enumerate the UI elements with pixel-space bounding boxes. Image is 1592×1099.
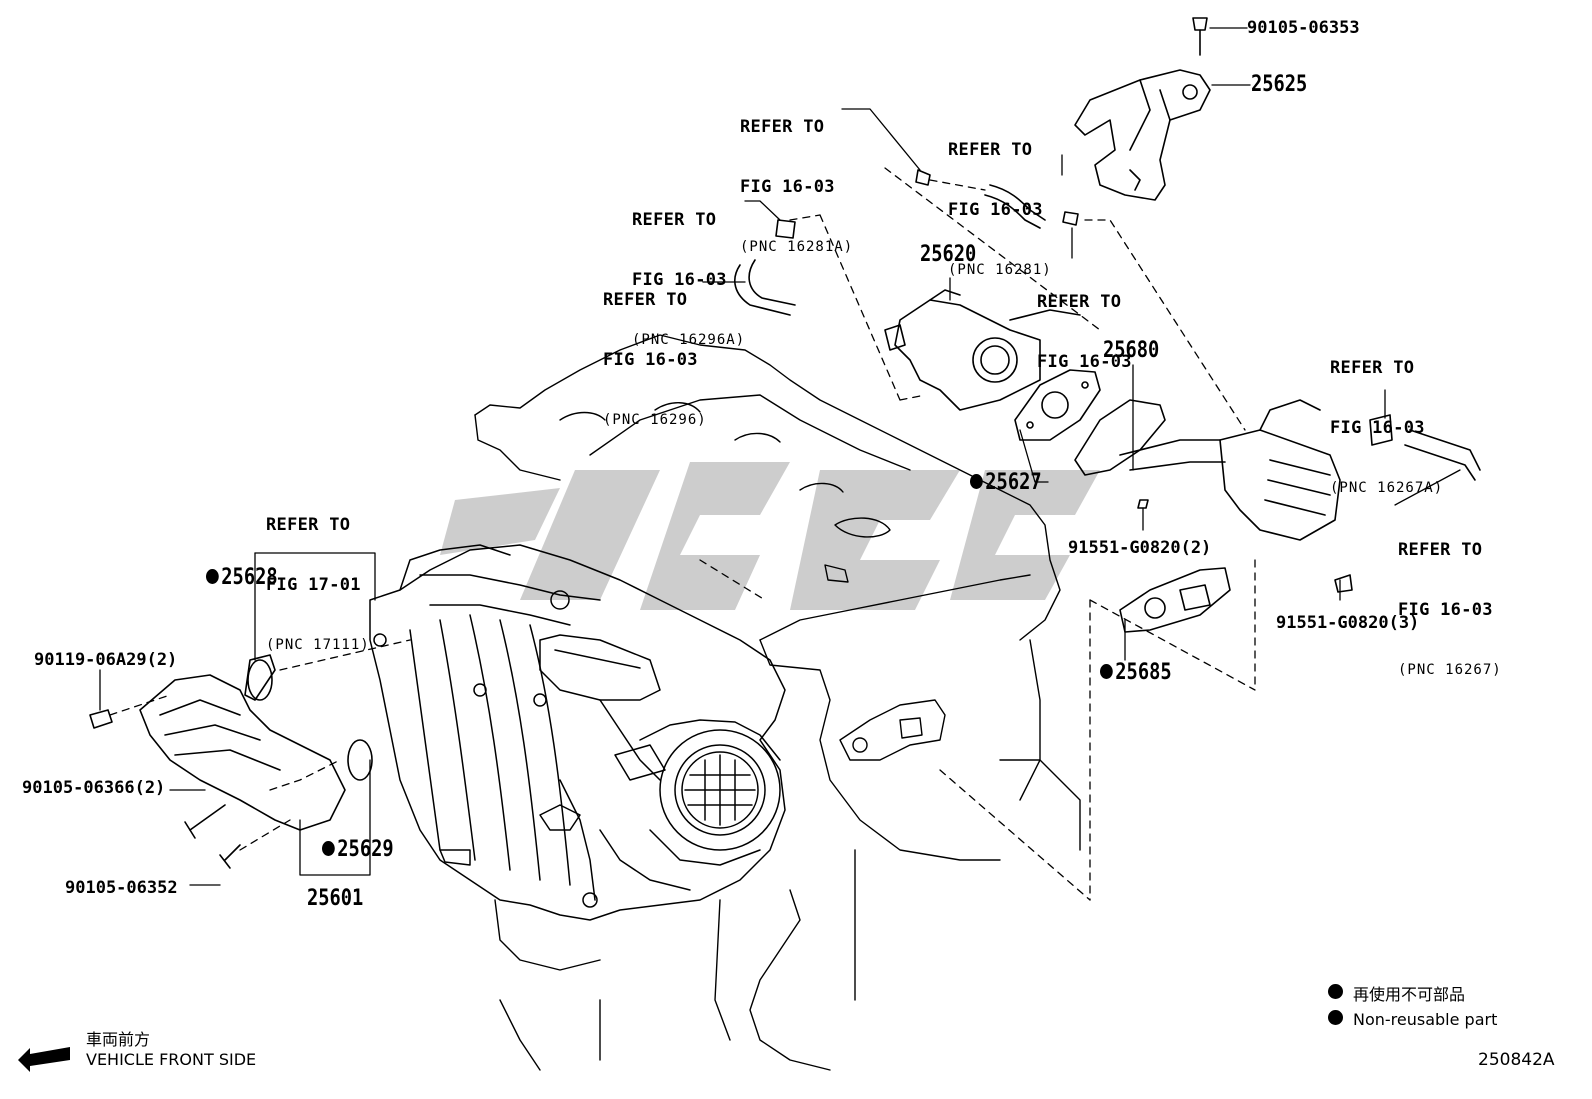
refer-line2: FIG 17-01 xyxy=(266,575,361,595)
legend-row-en: Non-reusable part xyxy=(1328,1006,1497,1032)
refer-17111: REFER TO FIG 17-01 (PNC 17111) xyxy=(266,475,370,675)
refer-pnc: (PNC 16296A) xyxy=(632,332,746,348)
refer-line1: REFER TO xyxy=(1330,358,1415,378)
front-side-en: VEHICLE FRONT SIDE xyxy=(86,1050,257,1069)
throttle-body-parts xyxy=(89,654,373,869)
part-25629[interactable]: 25629 xyxy=(322,837,394,862)
front-side-jp: 車両前方 xyxy=(86,1030,151,1049)
refer-line2: FIG 16-03 xyxy=(948,200,1043,220)
part-90105-06366[interactable]: 90105-06366(2) xyxy=(22,778,166,798)
non-reusable-dot-icon xyxy=(322,841,335,856)
refer-line2: FIG 16-03 xyxy=(632,270,727,290)
part-25680[interactable]: 25680 xyxy=(1103,338,1160,363)
part-25627[interactable]: 25627 xyxy=(970,470,1042,495)
part-25601[interactable]: 25601 xyxy=(307,886,364,911)
refer-pnc: (PNC 16267A) xyxy=(1330,480,1444,496)
intake-manifold xyxy=(369,544,786,921)
refer-16281: REFER TO FIG 16-03 (PNC 16281) xyxy=(948,100,1052,300)
refer-pnc: (PNC 16281A) xyxy=(740,239,854,255)
refer-line1: REFER TO xyxy=(740,117,825,137)
part-number: 25628 xyxy=(221,565,278,590)
egr-pipe-25680 xyxy=(1074,399,1226,509)
hoses-and-clamps xyxy=(734,169,1481,481)
refer-16-03: REFER TO FIG 16-03 xyxy=(1037,252,1132,392)
refer-16296a: REFER TO FIG 16-03 (PNC 16296A) xyxy=(632,170,745,370)
refer-line2: FIG 16-03 xyxy=(740,177,835,197)
refer-line1: REFER TO xyxy=(632,210,717,230)
refer-line1: REFER TO xyxy=(266,515,351,535)
non-reusable-dot-icon xyxy=(1100,664,1113,679)
part-number: 25685 xyxy=(1115,660,1172,685)
refer-pnc: (PNC 16296) xyxy=(603,412,707,428)
non-reusable-dot-icon xyxy=(970,474,983,489)
part-number: 25629 xyxy=(337,837,394,862)
part-90119-06a29[interactable]: 90119-06A29(2) xyxy=(34,650,178,670)
part-91551-g0820-2[interactable]: 91551-G0820(2) xyxy=(1068,538,1212,558)
gasket-25627 xyxy=(1014,369,1101,441)
egr-cooler xyxy=(1219,399,1353,593)
egr-bracket-25625 xyxy=(1074,17,1211,201)
legend-jp-text: 再使用不可部品 xyxy=(1353,985,1466,1004)
part-number: 25627 xyxy=(985,470,1042,495)
refer-line1: REFER TO xyxy=(603,290,688,310)
part-90105-06353[interactable]: 90105-06353 xyxy=(1247,18,1360,38)
front-arrow xyxy=(18,1047,70,1072)
part-25628[interactable]: 25628 xyxy=(206,565,278,590)
legend-row-jp: 再使用不可部品 xyxy=(1328,980,1497,1006)
non-reusable-dot-icon xyxy=(206,569,219,584)
refer-16267: REFER TO FIG 16-03 (PNC 16267) xyxy=(1398,500,1502,700)
refer-pnc: (PNC 17111) xyxy=(266,637,370,653)
non-reusable-dot-icon xyxy=(1328,1010,1343,1025)
legend-en-text: Non-reusable part xyxy=(1353,1009,1498,1029)
refer-line2: FIG 16-03 xyxy=(1398,600,1493,620)
refer-16281a: REFER TO FIG 16-03 (PNC 16281A) xyxy=(740,77,853,277)
front-side-label: 車両前方 VEHICLE FRONT SIDE xyxy=(86,1030,256,1070)
gasket-25685 xyxy=(1119,567,1231,633)
part-25620[interactable]: 25620 xyxy=(920,242,977,267)
egr-valve-25620 xyxy=(884,289,1081,411)
refer-pnc: (PNC 16267) xyxy=(1398,662,1502,678)
refer-line1: REFER TO xyxy=(1037,292,1122,312)
engine-block xyxy=(474,334,1081,1071)
part-91551-g0820-3[interactable]: 91551-G0820(3) xyxy=(1276,613,1420,633)
refer-line2: FIG 16-03 xyxy=(603,350,698,370)
dashed-leaders xyxy=(109,167,1256,901)
watermark xyxy=(440,462,1100,610)
solid-leaders xyxy=(99,27,1461,886)
refer-line2: FIG 16-03 xyxy=(1037,352,1132,372)
refer-line2: FIG 16-03 xyxy=(1330,418,1425,438)
non-reusable-dot-icon xyxy=(1328,984,1343,999)
part-25685[interactable]: 25685 xyxy=(1100,660,1172,685)
part-90105-06352[interactable]: 90105-06352 xyxy=(65,878,178,898)
refer-line1: REFER TO xyxy=(948,140,1033,160)
refer-pnc: (PNC 16281) xyxy=(948,262,1052,278)
refer-16296: REFER TO FIG 16-03 (PNC 16296) xyxy=(603,250,707,450)
refer-16267a: REFER TO FIG 16-03 (PNC 16267A) xyxy=(1330,318,1443,518)
legend: 再使用不可部品 Non-reusable part xyxy=(1328,980,1497,1032)
refer-line1: REFER TO xyxy=(1398,540,1483,560)
figure-code: 250842A xyxy=(1478,1050,1555,1070)
part-25625[interactable]: 25625 xyxy=(1251,72,1308,97)
